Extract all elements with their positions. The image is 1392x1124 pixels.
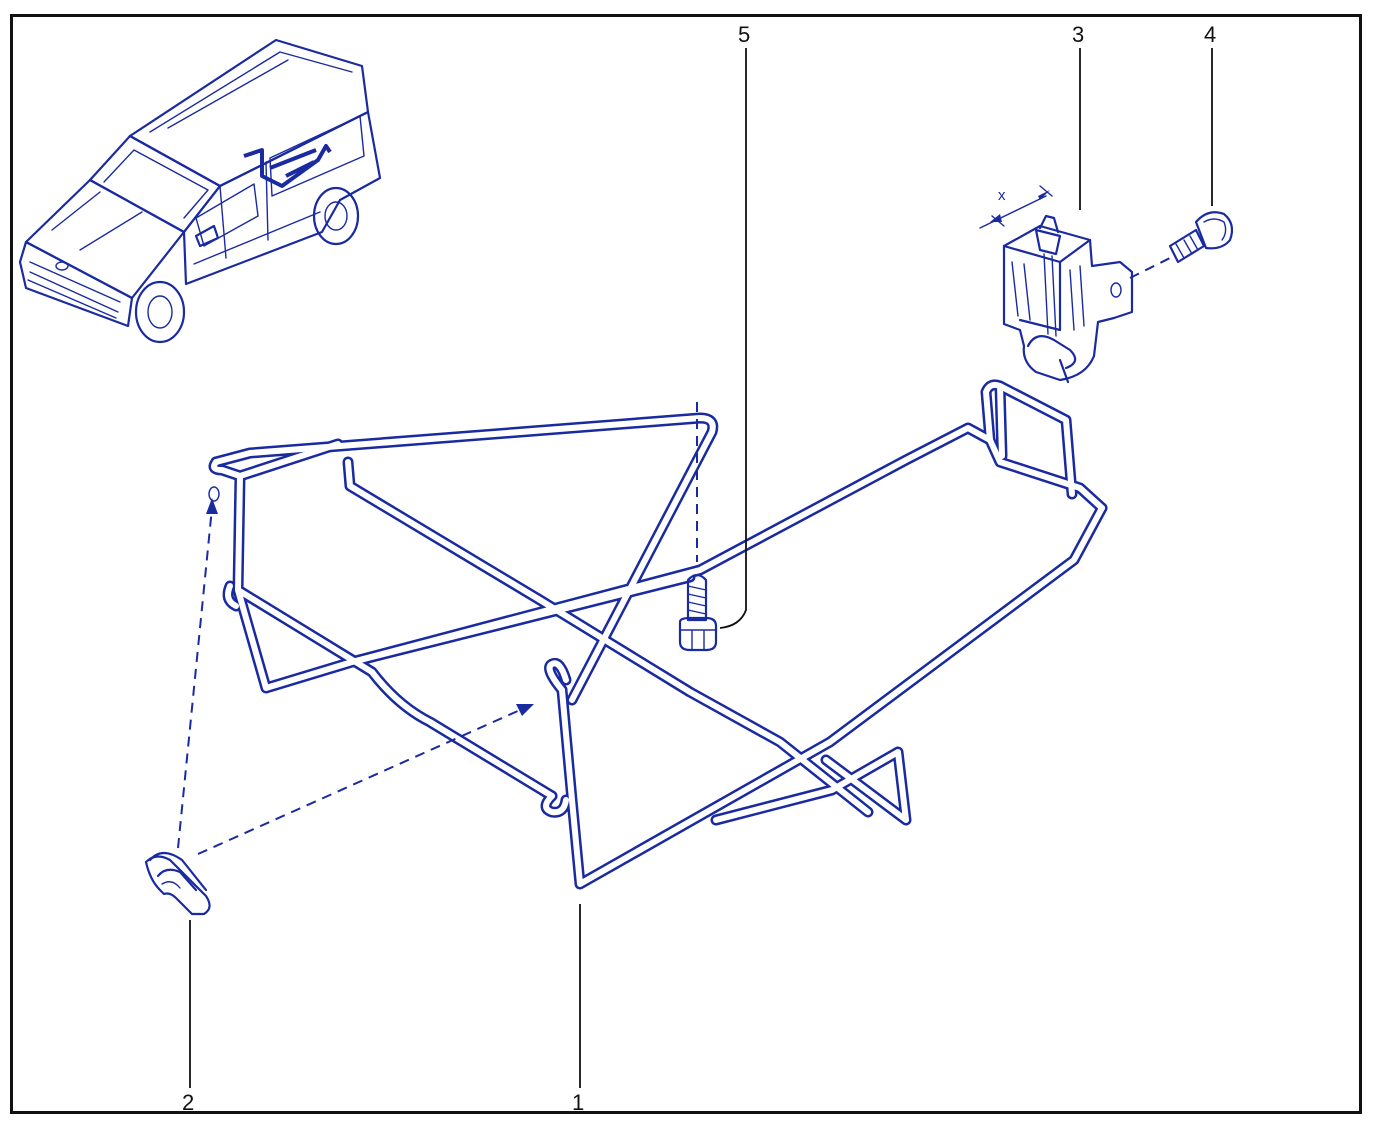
callout-4: 4 [1204,22,1216,47]
callout-leaders [189,48,1213,1088]
callout-5: 5 [738,22,750,47]
bracket-part-3: x [979,185,1134,384]
clip-part-2 [144,486,534,916]
callout-2: 2 [182,1090,194,1115]
callout-1: 1 [572,1090,584,1115]
wire-frame-part-1 [214,385,1102,884]
bolt-part-5 [678,402,718,652]
vehicle-illustration [18,38,382,344]
screw-part-4 [1129,211,1234,279]
dimension-label: x [998,187,1006,204]
callout-3: 3 [1072,22,1084,47]
